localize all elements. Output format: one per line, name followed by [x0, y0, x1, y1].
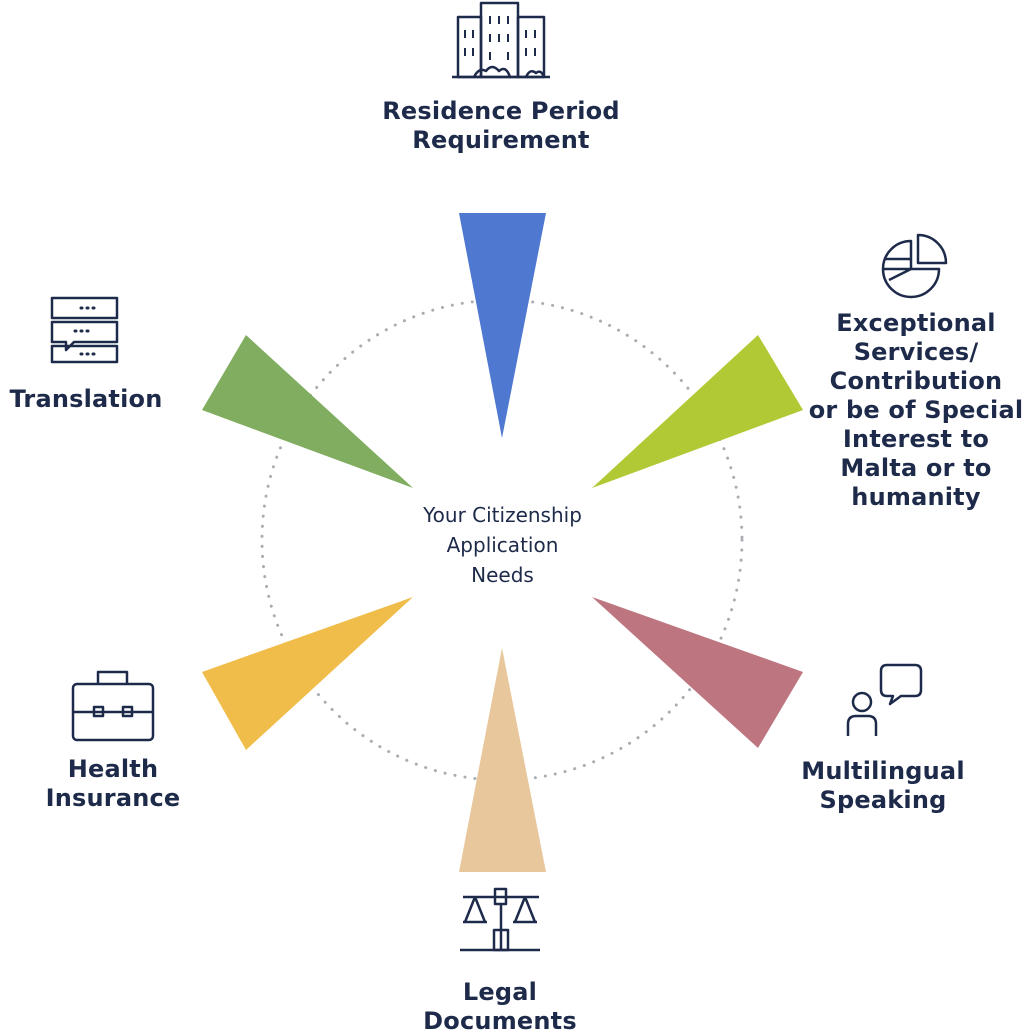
legal-title: Legal Documents	[400, 978, 600, 1036]
center-label: Your Citizenship Application Needs	[395, 500, 610, 590]
title-line: Malta or to	[840, 454, 992, 482]
title-line: or be of Special	[808, 396, 1024, 424]
exceptional-title: Exceptional Services/ Contribution or be…	[800, 309, 1031, 512]
translation-title: Translation	[0, 385, 172, 414]
chat-list-icon	[50, 296, 119, 364]
pie-chart-icon	[881, 233, 948, 299]
title-line: Translation	[9, 385, 163, 413]
title-line: Health	[67, 755, 159, 783]
title-line: humanity	[851, 483, 981, 511]
wedge-residence	[459, 213, 546, 438]
title-line: Documents	[423, 1007, 577, 1035]
center-label-line: Needs	[471, 563, 534, 587]
center-label-line: Your Citizenship	[423, 503, 582, 527]
wedge-translation	[202, 335, 413, 488]
title-line: Contribution	[829, 367, 1003, 395]
person-speech-icon	[846, 663, 923, 736]
center-label-line: Application	[446, 533, 559, 557]
title-line: Legal	[462, 978, 538, 1006]
health-title: Health Insurance	[13, 755, 213, 813]
briefcase-icon	[71, 670, 155, 742]
title-line: Services/	[853, 338, 979, 366]
title-line: Requirement	[412, 126, 590, 154]
wedge-multilingual	[592, 597, 803, 748]
buildings-icon	[452, 1, 550, 79]
title-line: Residence Period	[382, 97, 620, 125]
title-line: Multilingual	[801, 757, 965, 785]
wedge-legal	[459, 648, 546, 872]
wedge-exceptional	[592, 335, 803, 488]
title-line: Interest to	[842, 425, 990, 453]
scales-icon	[460, 887, 540, 952]
wedge-health	[202, 597, 413, 750]
multilingual-title: Multilingual Speaking	[773, 757, 993, 815]
title-line: Exceptional	[836, 309, 996, 337]
residence-title: Residence Period Requirement	[341, 97, 661, 155]
title-line: Insurance	[45, 784, 181, 812]
title-line: Speaking	[819, 786, 947, 814]
